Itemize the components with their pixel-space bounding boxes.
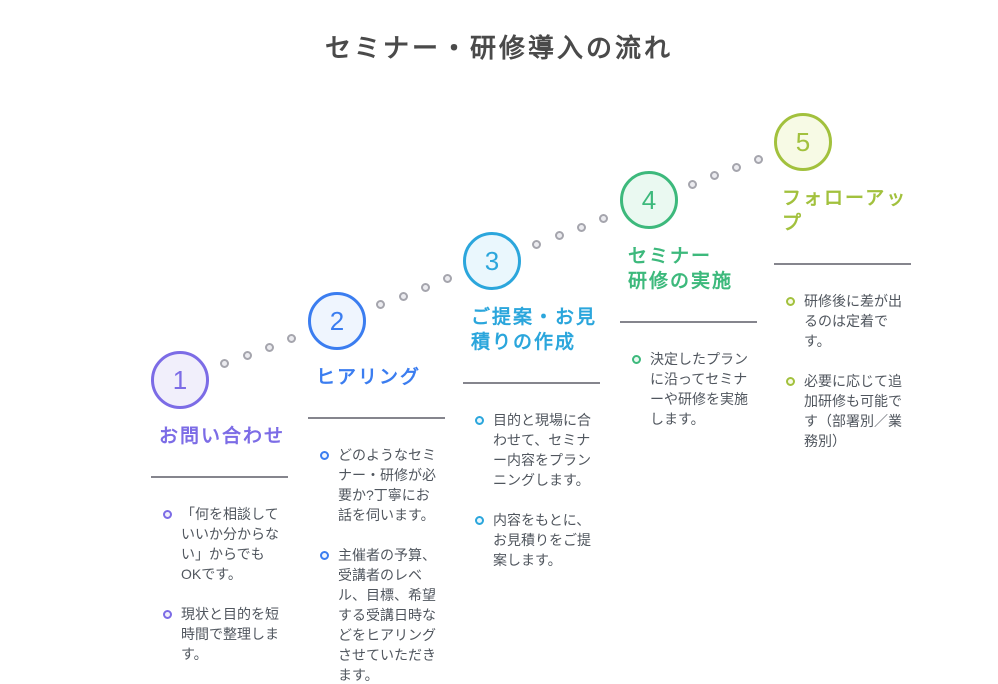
bullet-dot-icon — [163, 610, 172, 619]
bullet-text: 現状と目的を短時間で整理します。 — [181, 606, 279, 662]
bullet-item: 内容をもとに、お見積りをご提案します。 — [463, 510, 605, 570]
bullet-dot-icon — [475, 416, 484, 425]
bullet-item: 決定したプランに沿ってセミナーや研修を実施します。 — [620, 349, 762, 429]
step-2-divider — [308, 417, 445, 419]
step-5-circle: 5 — [774, 113, 832, 171]
path-dot — [577, 223, 586, 232]
bullet-text: 主催者の予算、受講者のレベル、目標、希望する受講日時などをヒアリングさせていただ… — [338, 547, 436, 683]
step-4-column: 4 セミナー 研修の実施 決定したプランに沿ってセミナーや研修を実施します。 — [620, 171, 762, 449]
path-dot — [287, 334, 296, 343]
step-2-label: ヒアリング — [316, 367, 422, 388]
step-3-circle: 3 — [463, 232, 521, 290]
bullet-dot-icon — [320, 451, 329, 460]
step-3-label: ご提案・お見 積りの作成 — [471, 307, 598, 353]
step-1-circle: 1 — [151, 351, 209, 409]
bullet-dot-icon — [320, 551, 329, 560]
step-4-circle: 4 — [620, 171, 678, 229]
bullet-dot-icon — [475, 516, 484, 525]
step-4-label: セミナー 研修の実施 — [628, 246, 734, 292]
bullet-text: 「何を相談していいか分からない」からでもOKです。 — [181, 506, 279, 582]
step-3-column: 3 ご提案・お見 積りの作成 目的と現場に合わせて、セミナー内容をプランニングし… — [463, 232, 605, 590]
step-1-divider — [151, 476, 288, 478]
step-5-label: フォローアッ プ — [782, 188, 908, 234]
bullet-item: どのようなセミナー・研修が必要か?丁寧にお話を伺います。 — [308, 445, 450, 525]
bullet-dot-icon — [786, 377, 795, 386]
bullet-item: 研修後に差が出るのは定着です。 — [774, 291, 916, 351]
bullet-item: 「何を相談していいか分からない」からでもOKです。 — [151, 504, 293, 584]
path-dot — [532, 240, 541, 249]
path-dot — [688, 180, 697, 189]
path-dot — [599, 214, 608, 223]
step-2-number: 2 — [329, 305, 345, 336]
step-5-column: 5 フォローアッ プ 研修後に差が出るのは定着です。 必要に応じて追加研修も可能… — [774, 113, 916, 471]
bullet-dot-icon — [163, 510, 172, 519]
step-5-number: 5 — [795, 126, 811, 157]
step-1-number: 1 — [172, 364, 188, 395]
step-2-column: 2 ヒアリング どのようなセミナー・研修が必要か?丁寧にお話を伺います。 主催者… — [308, 292, 450, 684]
path-dot — [555, 231, 564, 240]
step-5-divider — [774, 263, 911, 265]
bullet-item: 必要に応じて追加研修も可能です（部署別／業務別） — [774, 371, 916, 451]
path-dot — [399, 292, 408, 301]
step-4-number: 4 — [641, 184, 657, 215]
bullet-text: 決定したプランに沿ってセミナーや研修を実施します。 — [650, 351, 748, 427]
path-dot — [243, 351, 252, 360]
path-dot — [754, 155, 763, 164]
bullet-item: 主催者の予算、受講者のレベル、目標、希望する受講日時などをヒアリングさせていただ… — [308, 545, 450, 684]
bullet-item: 現状と目的を短時間で整理します。 — [151, 604, 293, 664]
path-dot — [732, 163, 741, 172]
bullet-dot-icon — [786, 297, 795, 306]
bullet-text: どのようなセミナー・研修が必要か?丁寧にお話を伺います。 — [338, 447, 436, 523]
path-dot — [265, 343, 274, 352]
bullet-item: 目的と現場に合わせて、セミナー内容をプランニングします。 — [463, 410, 605, 490]
step-3-number: 3 — [484, 245, 500, 276]
path-dot — [376, 300, 385, 309]
bullet-text: 内容をもとに、お見積りをご提案します。 — [493, 512, 591, 568]
step-4-divider — [620, 321, 757, 323]
step-3-divider — [463, 382, 600, 384]
path-dot — [710, 171, 719, 180]
path-dot — [421, 283, 430, 292]
step-1-column: 1 お問い合わせ 「何を相談していいか分からない」からでもOKです。 現状と目的… — [151, 351, 293, 684]
step-1-label: お問い合わせ — [159, 426, 286, 447]
bullet-text: 目的と現場に合わせて、セミナー内容をプランニングします。 — [493, 412, 591, 488]
path-dot — [443, 274, 452, 283]
page-title: セミナー・研修導入の流れ — [324, 33, 673, 63]
path-dot — [220, 359, 229, 368]
bullet-dot-icon — [632, 355, 641, 364]
bullet-text: 必要に応じて追加研修も可能です（部署別／業務別） — [804, 373, 902, 449]
step-2-circle: 2 — [308, 292, 366, 350]
bullet-text: 研修後に差が出るのは定着です。 — [804, 293, 902, 349]
